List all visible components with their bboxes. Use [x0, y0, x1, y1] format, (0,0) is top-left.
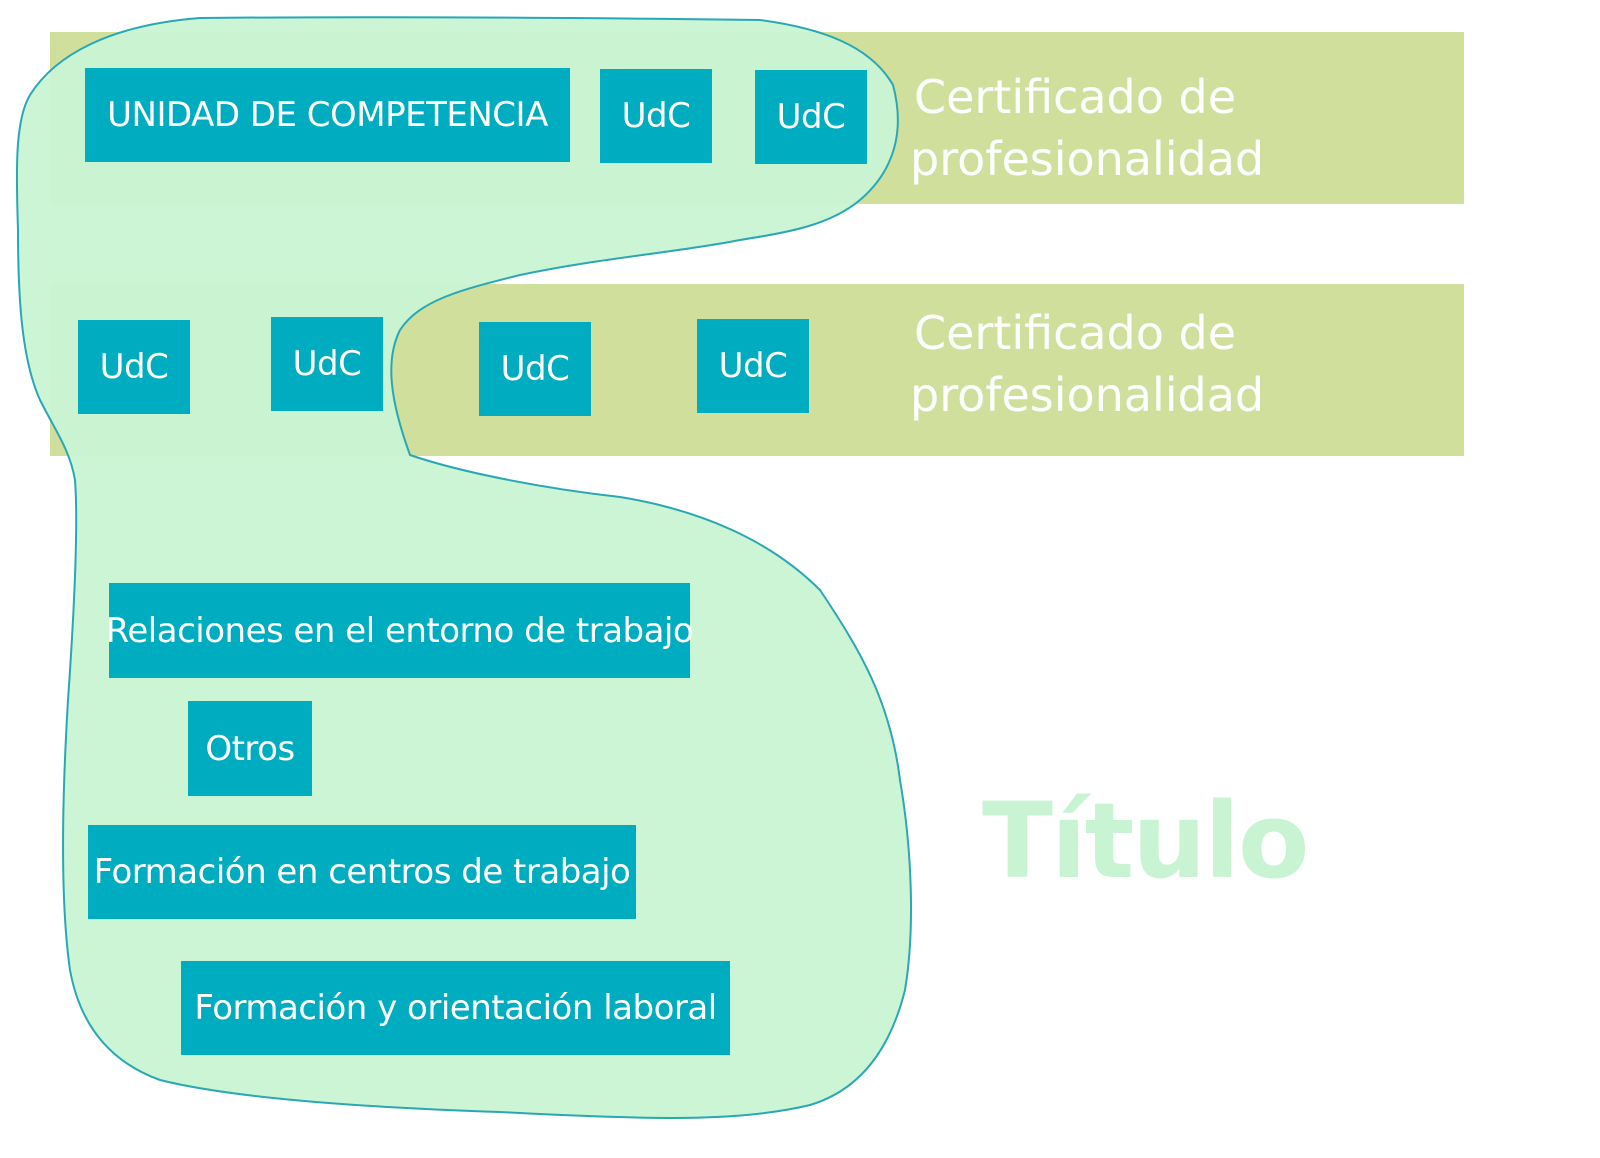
title-blob-shape	[15, 16, 913, 1119]
udc-box: UdC	[600, 69, 712, 163]
relaciones-box: Relaciones en el entorno de trabajo	[106, 583, 694, 678]
fct-box: Formación en centros de trabajo	[88, 825, 636, 919]
title-label: Título	[982, 780, 1309, 902]
fol-box: Formación y orientación laboral	[181, 961, 730, 1055]
unidad-competencia-box: UNIDAD DE COMPETENCIA	[85, 68, 570, 162]
udc-box: UdC	[78, 320, 190, 414]
otros-box: Otros	[188, 701, 312, 796]
udc-box: UdC	[755, 70, 867, 164]
udc-box: UdC	[697, 319, 809, 413]
certificate-label-1: Certificado de profesionalidad	[910, 70, 1265, 186]
udc-box: UdC	[479, 322, 591, 416]
certificate-label-2: Certificado de profesionalidad	[910, 306, 1265, 422]
udc-box: UdC	[271, 317, 383, 411]
